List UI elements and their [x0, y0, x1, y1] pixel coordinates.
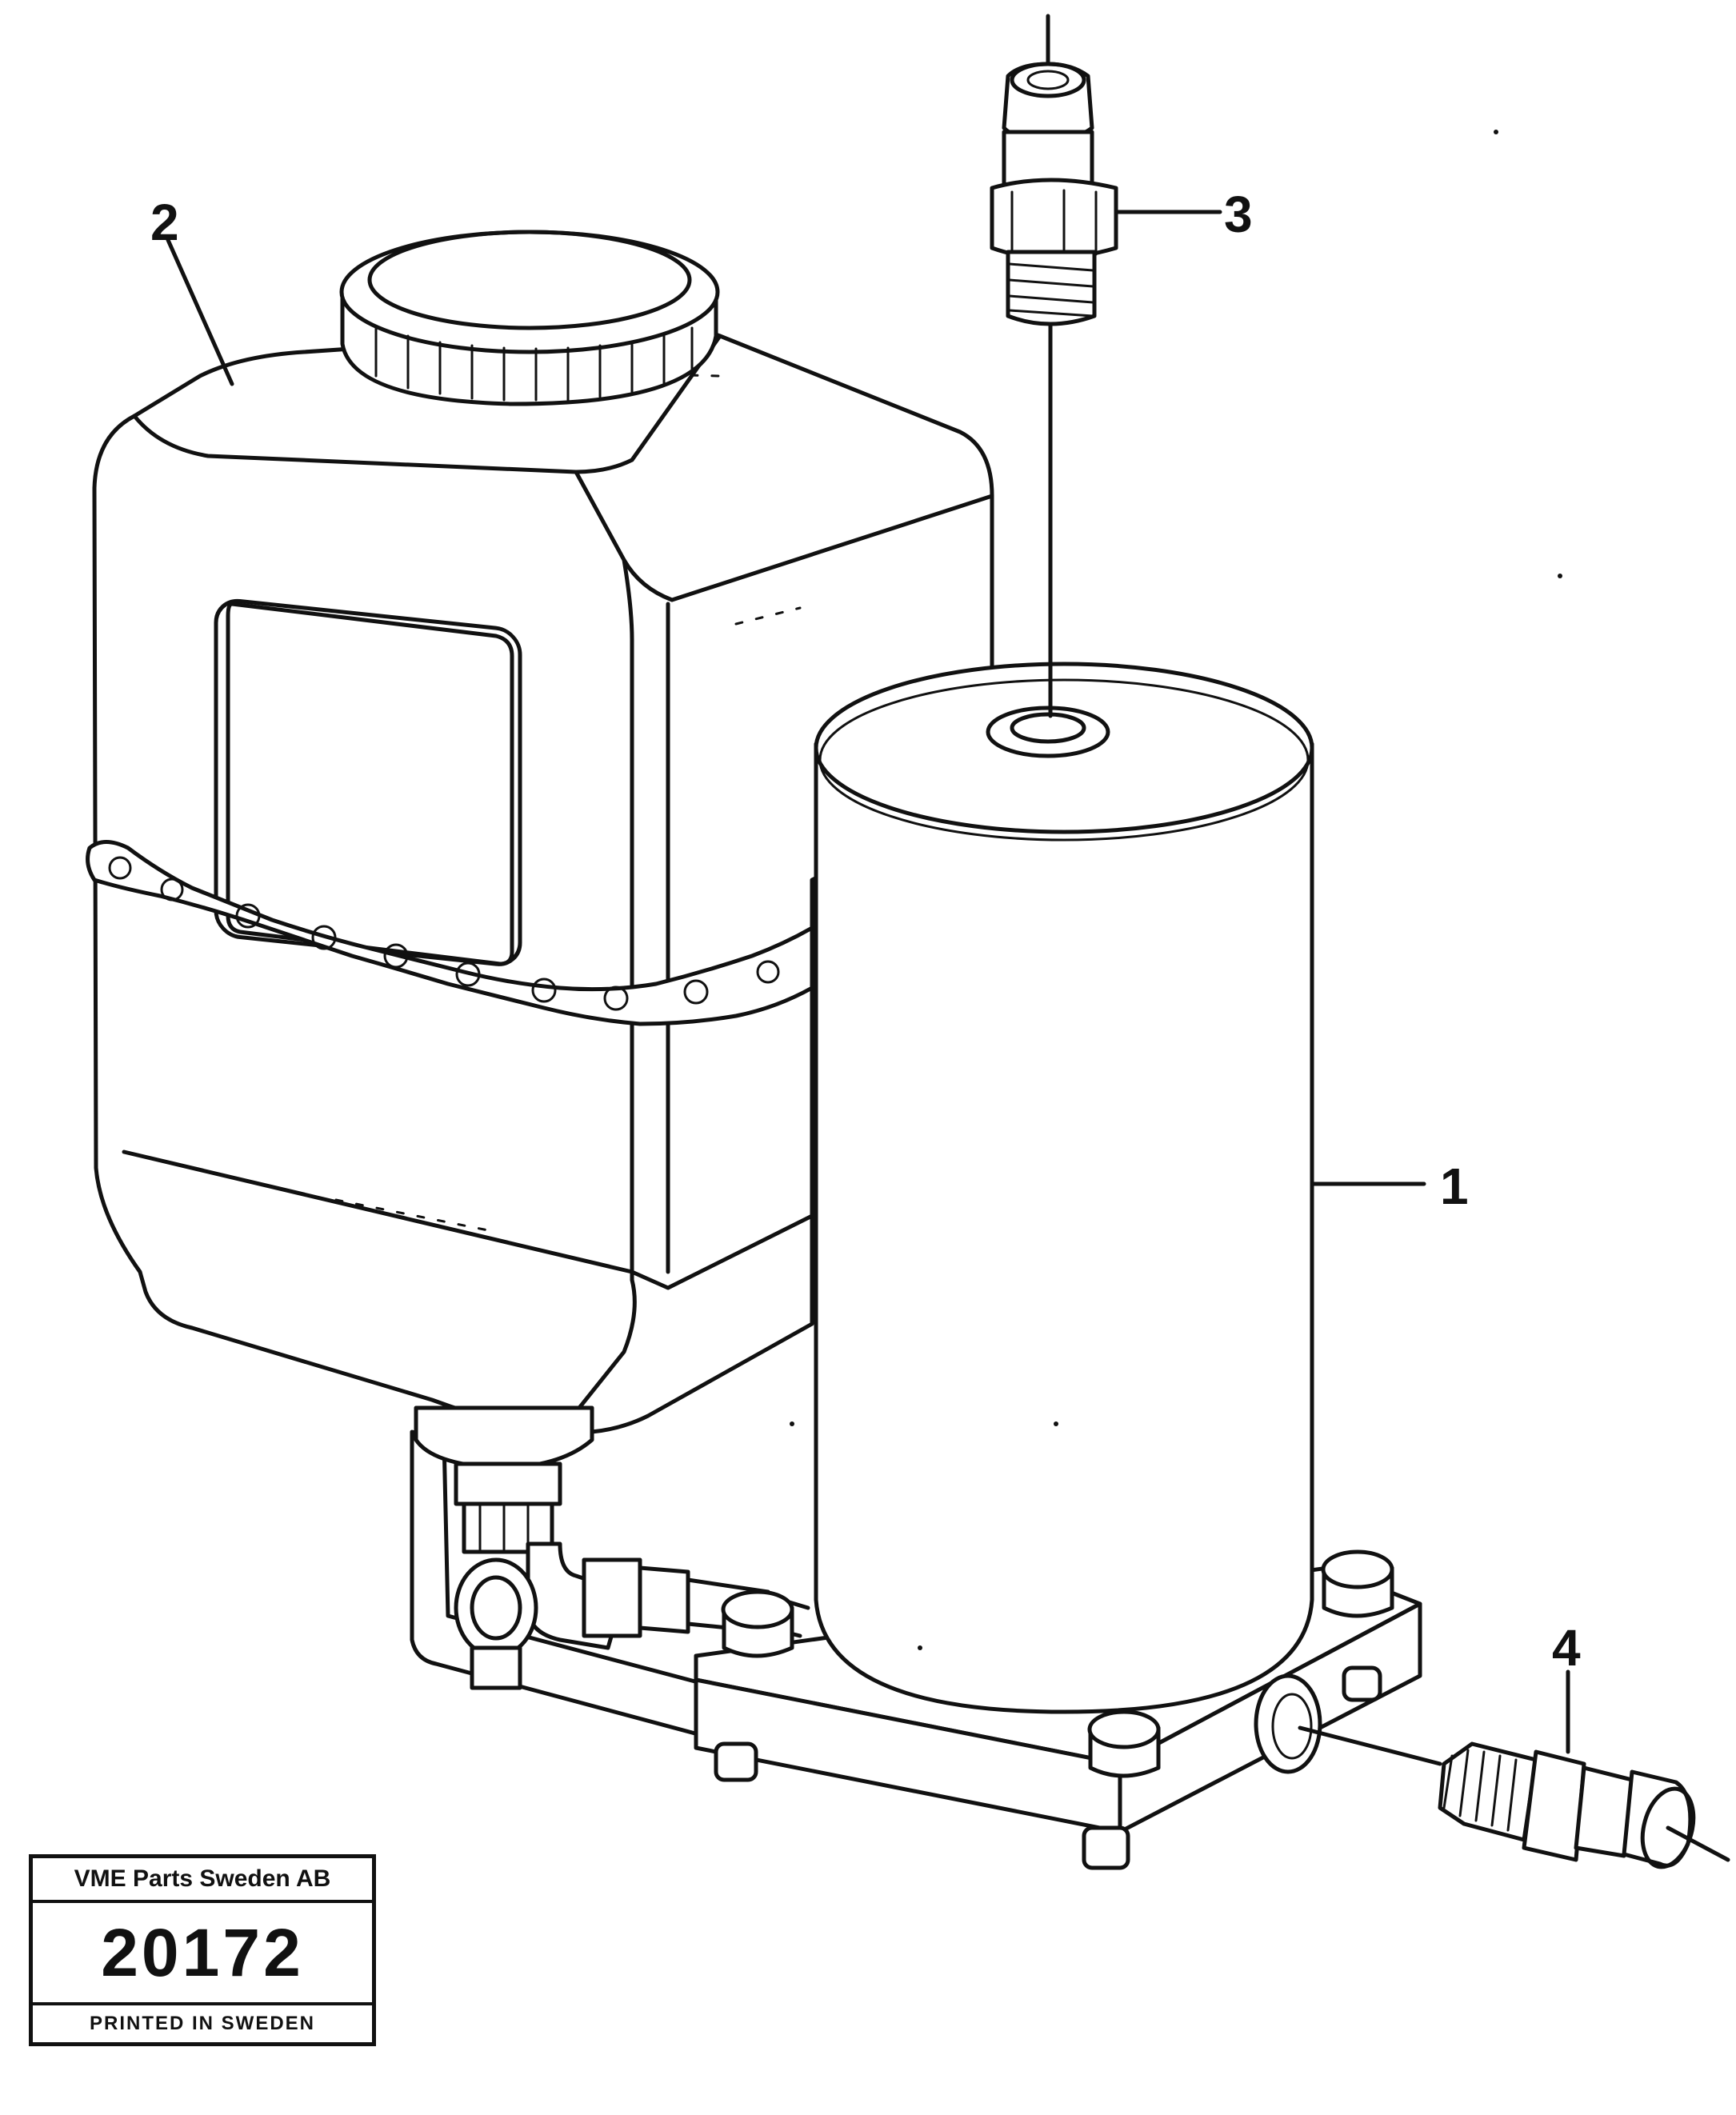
callout-3: 3: [1224, 186, 1253, 243]
fitting-4: [1298, 1725, 1730, 1869]
stamp-printed-note: PRINTED IN SWEDEN: [89, 2013, 315, 2034]
title-stamp: VME Parts Sweden AB 20172 PRINTED IN SWE…: [29, 1854, 376, 2046]
callout-leaders: [166, 210, 1570, 1754]
callout-1: 1: [1440, 1157, 1469, 1215]
fitting-3: [990, 14, 1118, 326]
stamp-drawing-number: 20172: [33, 1903, 372, 2005]
callout-4: 4: [1552, 1619, 1581, 1677]
hose-connection: [454, 1541, 810, 1690]
callout-2: 2: [150, 194, 179, 251]
perforated-strap: [86, 840, 814, 1026]
stamp-company: VME Parts Sweden AB: [33, 1858, 372, 1903]
tank-outlet-fitting: [414, 1405, 594, 1554]
tank-cap: [339, 230, 720, 406]
filter-cylinder: [814, 662, 1314, 1714]
